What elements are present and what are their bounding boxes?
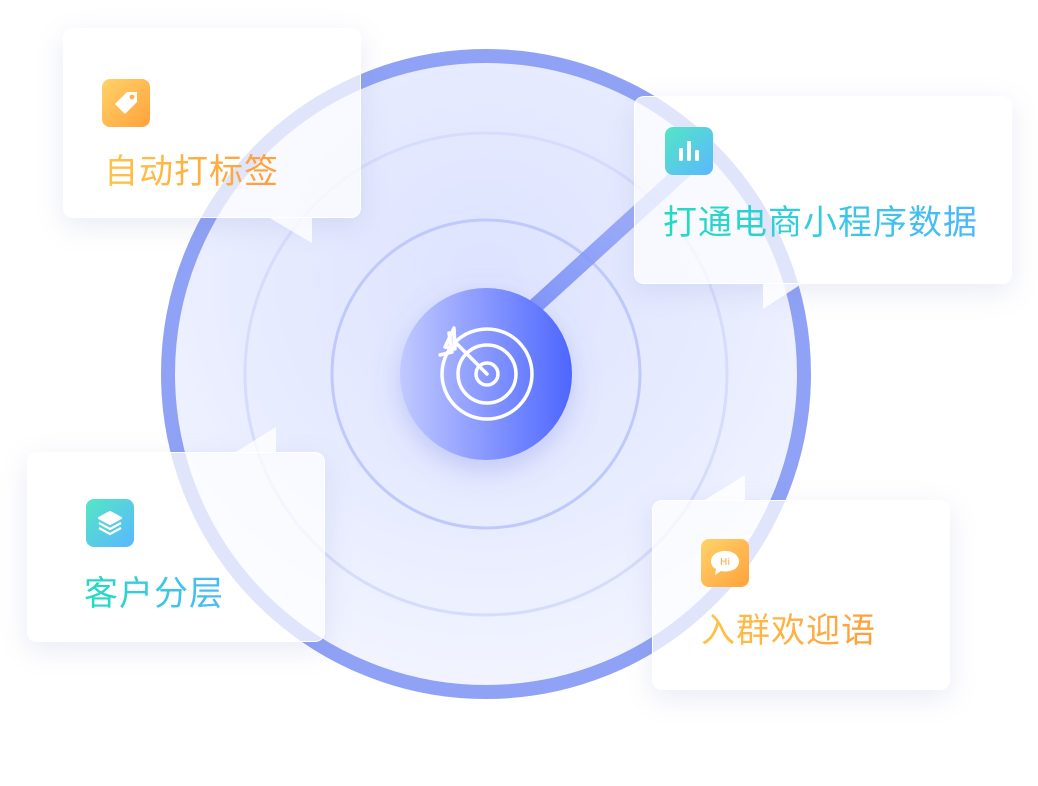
- feature-label: 打通电商小程序数据: [663, 195, 978, 244]
- feature-card-welcome-message: Hi 入群欢迎语: [652, 475, 950, 690]
- tag-icon: [102, 79, 150, 127]
- feature-label: 自动打标签: [104, 144, 279, 193]
- feature-card-customer-layering: 客户分层: [27, 427, 325, 642]
- middle-ring: [243, 131, 729, 617]
- feature-label: 客户分层: [84, 566, 224, 615]
- layers-icon: [86, 499, 134, 547]
- hi-badge-text: Hi: [720, 557, 730, 568]
- feature-card-auto-tag: 自动打标签: [63, 28, 361, 243]
- bar-chart-icon: [665, 127, 713, 175]
- callout-tail: [703, 475, 745, 501]
- target-arrow-icon: [438, 326, 534, 421]
- inner-ring: [330, 218, 642, 530]
- callout-tail: [234, 427, 276, 453]
- callout-tail: [763, 283, 803, 309]
- feature-label: 入群欢迎语: [701, 603, 876, 652]
- feature-card-ecommerce-data: 打通电商小程序数据: [634, 96, 1012, 309]
- hi-chat-icon: Hi: [701, 539, 749, 587]
- callout-tail: [268, 217, 312, 243]
